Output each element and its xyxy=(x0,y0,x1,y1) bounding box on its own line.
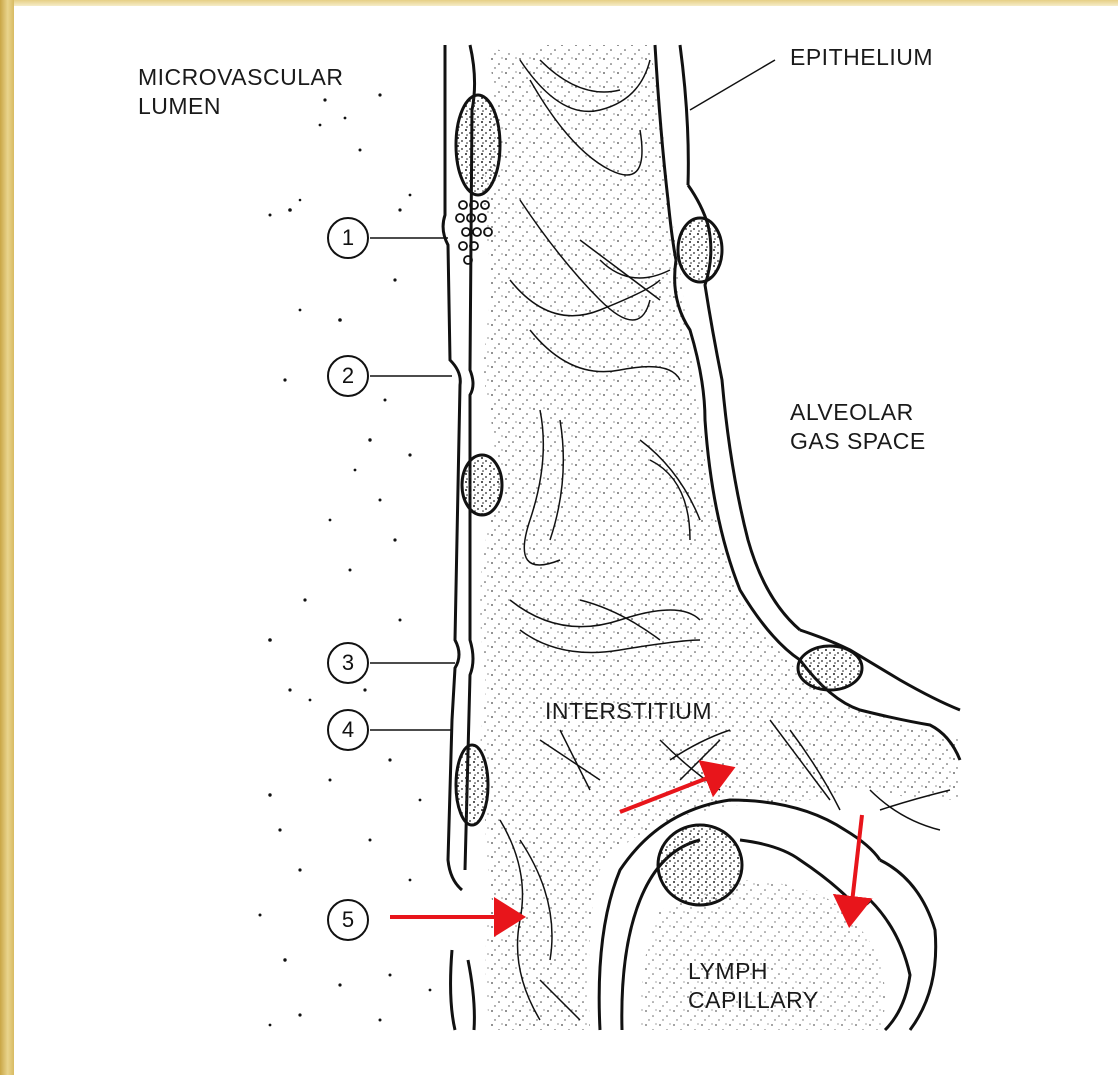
epithelium-leader-line xyxy=(690,60,775,110)
label-microvascular-lumen: MICROVASCULAR LUMEN xyxy=(138,63,343,121)
marker-5: 5 xyxy=(328,900,368,940)
marker-2: 2 xyxy=(328,356,368,396)
marker-4: 4 xyxy=(328,710,368,750)
marker-circles xyxy=(328,218,368,940)
label-epithelium: EPITHELIUM xyxy=(790,43,933,72)
marker-3: 3 xyxy=(328,643,368,683)
label-lymph-capillary: LYMPH CAPILLARY xyxy=(688,957,819,1015)
marker-1: 1 xyxy=(328,218,368,258)
label-interstitium: INTERSTITIUM xyxy=(545,697,712,726)
label-alveolar-gas-space: ALVEOLAR GAS SPACE xyxy=(790,398,926,456)
marker-leader-lines xyxy=(370,238,455,730)
